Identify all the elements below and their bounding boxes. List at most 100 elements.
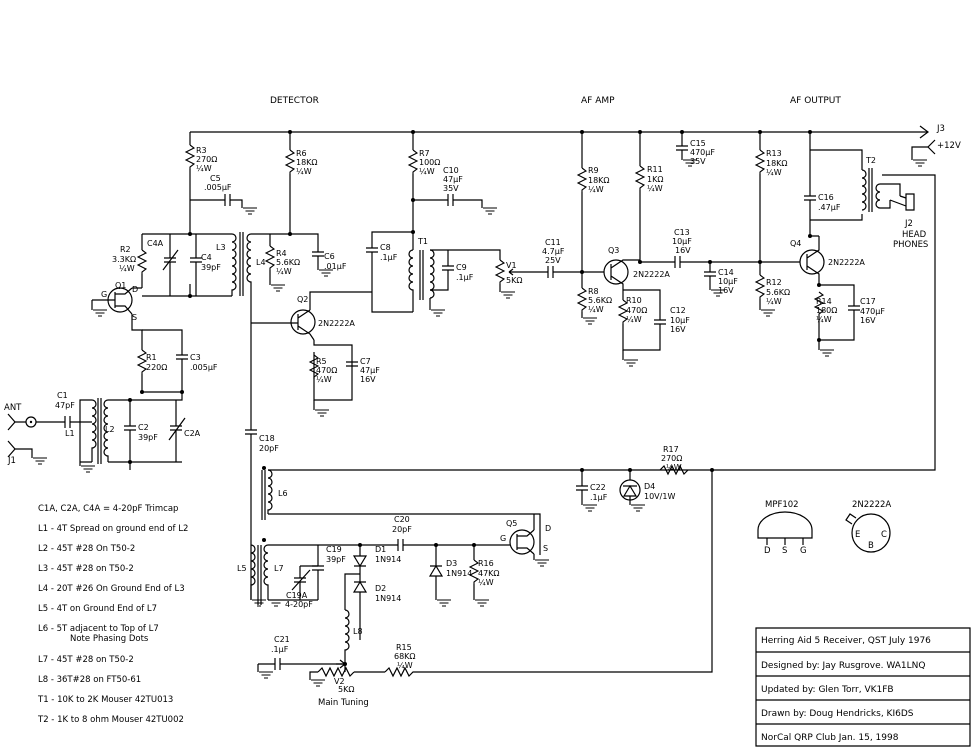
svg-text:R6: R6 bbox=[296, 149, 307, 158]
svg-text:T2: T2 bbox=[865, 156, 876, 165]
c18-capacitor: C18 20pF bbox=[245, 323, 279, 600]
n2222-pinout: 2N2222A E B C bbox=[845, 500, 891, 553]
svg-text:J1: J1 bbox=[7, 456, 16, 466]
svg-text:470µF: 470µF bbox=[860, 307, 885, 316]
svg-text:18KΩ: 18KΩ bbox=[588, 176, 610, 185]
svg-text:.1µF: .1µF bbox=[380, 253, 398, 262]
r11-r10-c12: R11 1KΩ ¼W R10 470Ω ¼W C12 10µF 16V bbox=[618, 132, 690, 367]
note-line: L2 - 45T #28 On T50-2 bbox=[38, 544, 135, 554]
svg-text:R15: R15 bbox=[396, 643, 412, 652]
svg-text:MPF102: MPF102 bbox=[765, 500, 799, 510]
note-line: L7 - 45T #28 on T50-2 bbox=[38, 655, 134, 665]
svg-text:Main Tuning: Main Tuning bbox=[318, 698, 369, 708]
note-line: L1 - 4T Spread on ground end of L2 bbox=[38, 524, 188, 534]
svg-text:L7: L7 bbox=[274, 564, 284, 573]
svg-text:C2A: C2A bbox=[184, 429, 201, 438]
svg-text:1N914: 1N914 bbox=[446, 569, 472, 578]
svg-text:10V/1W: 10V/1W bbox=[644, 492, 675, 501]
r5-c7: R5 470Ω ¼W C7 47µF 16V bbox=[309, 354, 380, 417]
svg-text:Q4: Q4 bbox=[790, 239, 801, 248]
c9-capacitor: C9 .1µF bbox=[430, 250, 474, 291]
d1-d2-diodes: D1 1N914 D2 1N914 bbox=[344, 543, 401, 640]
svg-text:10µF: 10µF bbox=[670, 316, 690, 325]
svg-text:470Ω: 470Ω bbox=[626, 306, 647, 315]
svg-text:Herring Aid 5 Receiver, QST Ju: Herring Aid 5 Receiver, QST July 1976 bbox=[761, 636, 931, 646]
v2-tuning-pot[interactable]: V2 5KΩ Main Tuning bbox=[309, 659, 385, 708]
c13-c14: C13 10µF 16V C14 10µF 16V bbox=[640, 228, 760, 297]
mpf102-pinout: MPF102 D S G bbox=[757, 500, 813, 556]
l8-coil: L8 bbox=[344, 585, 363, 664]
svg-text:16V: 16V bbox=[360, 375, 376, 384]
q5-transistor: Q5 G D S bbox=[500, 514, 551, 567]
svg-text:3.3KΩ: 3.3KΩ bbox=[112, 255, 136, 264]
svg-text:5.6KΩ: 5.6KΩ bbox=[276, 258, 300, 267]
svg-text:C22: C22 bbox=[590, 483, 606, 492]
svg-text:L1: L1 bbox=[65, 429, 75, 438]
svg-text:270Ω: 270Ω bbox=[196, 155, 217, 164]
l1-l2-tank: L2 C2 39pF C2A L1 bbox=[65, 392, 201, 473]
l5-l7: L5 L7 bbox=[237, 538, 318, 607]
svg-text:R12: R12 bbox=[766, 278, 782, 287]
svg-text:C17: C17 bbox=[860, 297, 876, 306]
svg-text:L6: L6 bbox=[278, 489, 288, 498]
svg-text:R14: R14 bbox=[816, 297, 832, 306]
svg-text:Designed by: Jay Rusgrove. WA1: Designed by: Jay Rusgrove. WA1LNQ bbox=[761, 661, 926, 671]
svg-text:C1: C1 bbox=[57, 391, 68, 400]
svg-text:C8: C8 bbox=[380, 243, 391, 252]
r1-c3: R1 220Ω C3 .005µF bbox=[137, 329, 218, 394]
j3-connector[interactable]: J3 +12V bbox=[911, 124, 961, 167]
svg-text:C10: C10 bbox=[443, 166, 459, 175]
svg-text:G: G bbox=[101, 290, 107, 299]
ant-connector[interactable]: ANT J1 C1 47pF bbox=[4, 391, 92, 466]
svg-text:.1µF: .1µF bbox=[271, 645, 289, 654]
svg-text:L4: L4 bbox=[256, 258, 266, 267]
r14-c17: R14 180Ω ¼W C17 470µF 16V bbox=[814, 283, 885, 357]
svg-text:5KΩ: 5KΩ bbox=[338, 685, 354, 694]
svg-text:C19A: C19A bbox=[286, 591, 308, 600]
svg-text:100Ω: 100Ω bbox=[419, 158, 440, 167]
svg-text:2N2222A: 2N2222A bbox=[828, 258, 865, 267]
l4-coil: L4 bbox=[246, 233, 270, 323]
svg-text:68KΩ: 68KΩ bbox=[394, 652, 416, 661]
svg-text:R2: R2 bbox=[120, 245, 131, 254]
svg-text:D: D bbox=[132, 285, 138, 294]
svg-text:C12: C12 bbox=[670, 306, 686, 315]
svg-text:L5: L5 bbox=[237, 564, 247, 573]
svg-text:R16: R16 bbox=[478, 559, 494, 568]
q1-transistor: Q1 G D S bbox=[91, 281, 143, 350]
r2-resistor: R2 3.3KΩ ¼W bbox=[112, 234, 147, 288]
j2-headphones[interactable]: J2 HEAD PHONES bbox=[880, 183, 928, 250]
note-line: L3 - 45T #28 on T50-2 bbox=[38, 564, 134, 574]
svg-text:5.6KΩ: 5.6KΩ bbox=[766, 288, 790, 297]
svg-text:Q5: Q5 bbox=[506, 519, 517, 528]
q4-transistor: Q4 2N2222A bbox=[790, 236, 865, 285]
svg-text:C4A: C4A bbox=[147, 239, 164, 248]
svg-text:Q3: Q3 bbox=[608, 246, 619, 255]
v1-potentiometer[interactable]: V1 5KΩ bbox=[495, 259, 548, 299]
svg-text:R7: R7 bbox=[419, 149, 430, 158]
svg-text:¼W: ¼W bbox=[276, 267, 292, 276]
svg-text:R1: R1 bbox=[146, 353, 157, 362]
c19-c19a: C19 39pF C19A 4-20pF bbox=[285, 544, 360, 609]
c16-t2: C16 .47µF T2 bbox=[804, 132, 881, 238]
svg-text:NorCal QRP Club Jan. 15, 1998: NorCal QRP Club Jan. 15, 1998 bbox=[761, 733, 899, 743]
j3-label: J3 bbox=[936, 124, 945, 134]
svg-text:C20: C20 bbox=[394, 515, 410, 524]
svg-text:2N2222A: 2N2222A bbox=[318, 319, 355, 328]
svg-text:4.7µF: 4.7µF bbox=[542, 247, 565, 256]
q3-transistor: Q3 2N2222A bbox=[603, 246, 670, 290]
svg-text:R5: R5 bbox=[316, 357, 327, 366]
svg-text:47KΩ: 47KΩ bbox=[478, 569, 500, 578]
svg-text:C4: C4 bbox=[201, 253, 212, 262]
svg-text:18KΩ: 18KΩ bbox=[296, 158, 318, 167]
svg-text:47µF: 47µF bbox=[360, 366, 380, 375]
c11-capacitor: C11 4.7µF 25V bbox=[542, 238, 604, 278]
svg-text:V2: V2 bbox=[334, 677, 345, 686]
svg-text:25V: 25V bbox=[545, 256, 561, 265]
svg-text:C19: C19 bbox=[326, 545, 342, 554]
svg-text:¼W: ¼W bbox=[588, 185, 604, 194]
d3-diode: D3 1N914 bbox=[428, 545, 472, 607]
svg-text:R10: R10 bbox=[626, 296, 642, 305]
svg-text:.005µF: .005µF bbox=[190, 363, 218, 372]
note-line: C1A, C2A, C4A = 4-20pF Trimcap bbox=[38, 504, 178, 514]
